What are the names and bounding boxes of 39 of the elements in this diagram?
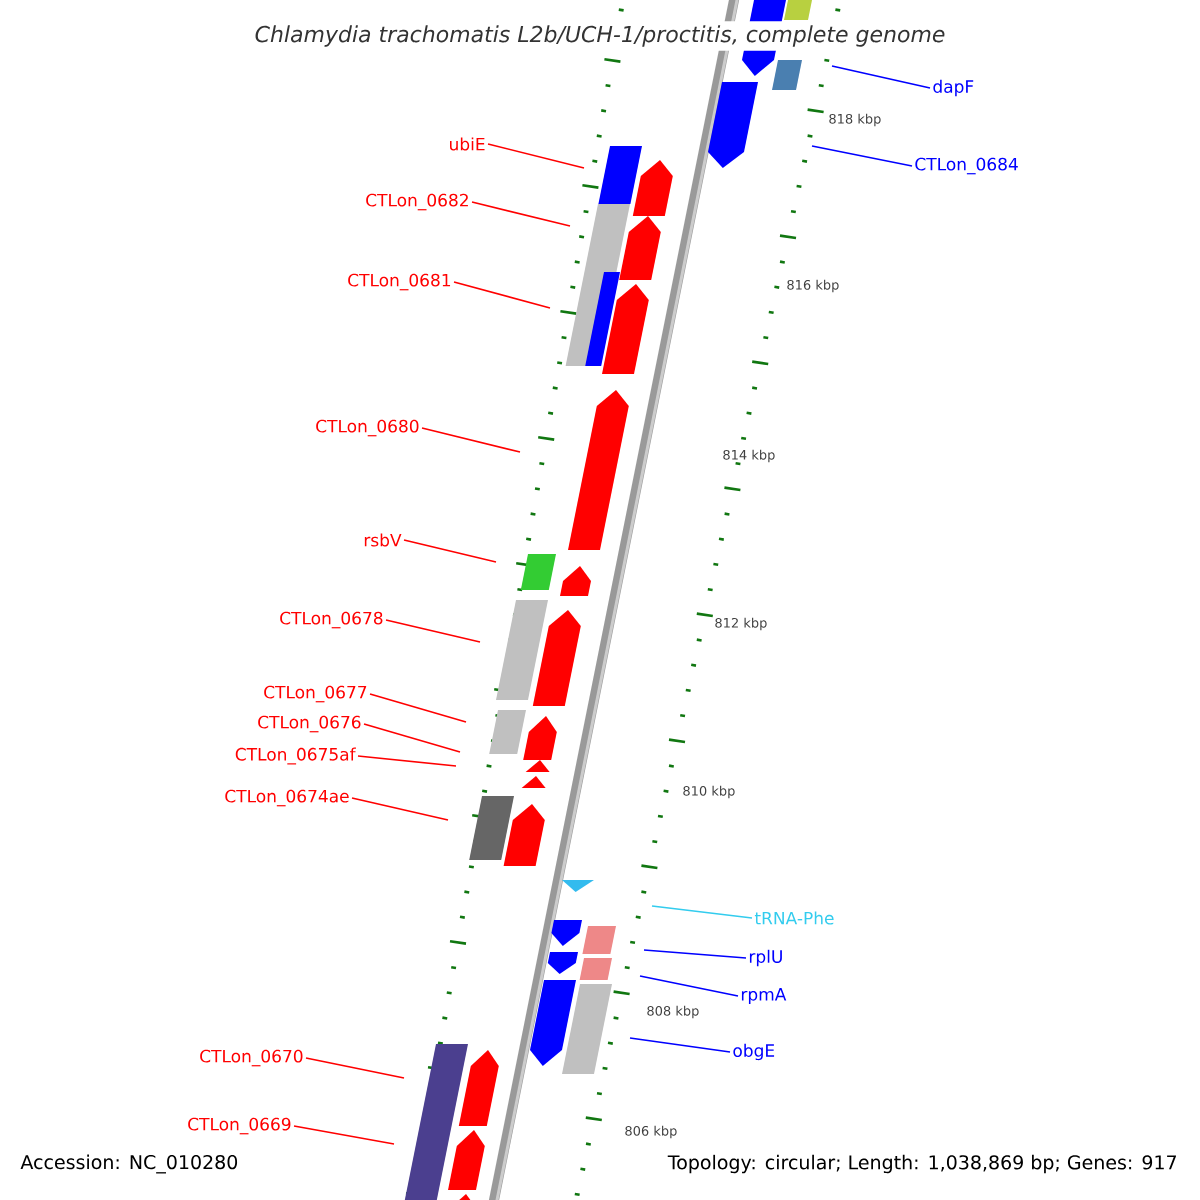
gene-label: CTLon_0680 [316, 419, 419, 437]
leader-line [639, 975, 739, 997]
leader-line [357, 755, 457, 767]
leader-line [403, 539, 497, 563]
info-text: Accession: NC_010280 [20, 1154, 238, 1174]
gene-label: obgE [733, 1043, 775, 1061]
leader-line [351, 797, 449, 821]
gene-label: rsbV [364, 533, 402, 547]
leader-line [421, 427, 521, 453]
gene-label: ubiE [450, 137, 485, 151]
gene-label: CTLon_0669 [188, 1117, 291, 1135]
leader-line [385, 619, 481, 643]
leader-line [369, 693, 467, 723]
gene-label: CTLon_0681 [348, 273, 451, 291]
leader-line [651, 905, 753, 919]
leader-line [453, 281, 551, 309]
leader-line [363, 723, 461, 753]
leader-line [811, 145, 913, 167]
leader-line [643, 949, 747, 959]
gene-label: rpmA [741, 988, 787, 1004]
title: Chlamydia trachomatis L2b/UCH-1/proctitis, complete genome [250, 21, 950, 51]
gene-label: CTLon_0674ae [225, 789, 349, 807]
info-text: Topology: circular; Length: 1,038,869 bp; Genes: 917 [667, 1154, 1176, 1174]
gene-label: CTLon_0670 [200, 1049, 303, 1067]
leader-line [831, 65, 931, 89]
leader-line [305, 1057, 405, 1079]
gene-label: CTLon_0675af [235, 747, 356, 765]
gene-label: dapF [933, 79, 974, 97]
leader-line [629, 1037, 731, 1053]
gene-label: CTLon_0684 [915, 157, 1018, 175]
gene-label: CTLon_0678 [280, 611, 383, 629]
leader-line [293, 1125, 395, 1145]
gene-label: CTLon_0682 [366, 193, 468, 211]
gene-label: CTLon_0677 [264, 685, 367, 703]
gene-label: tRNA-Phe [754, 911, 834, 925]
gene-label: rplU [749, 949, 782, 967]
leader-line [471, 201, 571, 227]
leader-line [487, 143, 585, 169]
gene-label: CTLon_0676 [258, 715, 361, 733]
